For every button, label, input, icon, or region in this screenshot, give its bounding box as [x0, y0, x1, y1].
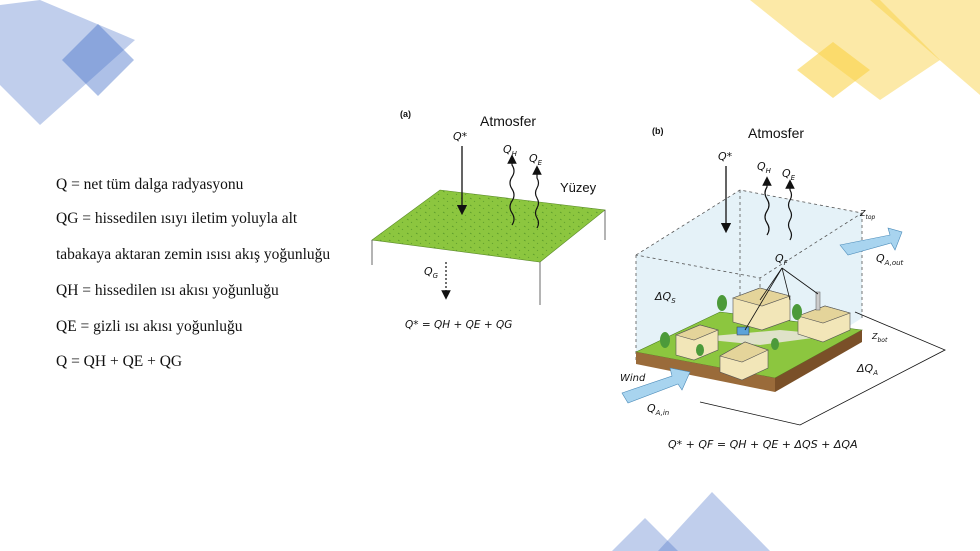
- panel-b-qh-label: QH: [757, 160, 772, 175]
- panel-b-chimney: [815, 291, 821, 311]
- blue-diamond-top-left: [0, 0, 135, 125]
- blue-triangle-bottom: [612, 518, 678, 551]
- panel-b-building-2: [732, 287, 792, 331]
- panel-b-trees: [660, 295, 802, 356]
- panel-b-qa-out-label: QA,out: [876, 252, 904, 267]
- panel-a-surface-label: Yüzey: [560, 180, 597, 195]
- panel-a-qe-label: QE: [529, 152, 543, 167]
- definition-qg-continued: tabakaya aktaran zemin ısısı akış yoğunl…: [56, 246, 331, 263]
- panel-b-qh-wavy-arrow: [762, 176, 772, 236]
- panel-b-zbot-label: Zbot: [871, 332, 888, 344]
- panel-b-qe-label: QE: [782, 167, 796, 182]
- panel-a: (a) Atmosfer Yüzey Q* QH QE QG Q* = QH +…: [371, 109, 606, 331]
- panel-b-qa-in-label: QA,in: [647, 402, 669, 417]
- panel-a-qg-label: QG: [424, 265, 439, 280]
- yellow-corner-shape: [870, 0, 980, 95]
- panel-a-qe-wavy-arrow: [532, 165, 542, 229]
- panel-a-label: (a): [400, 109, 411, 119]
- panel-a-atmosphere-label: Atmosfer: [480, 113, 536, 129]
- panel-b-qstar-label: Q*: [718, 150, 733, 163]
- yellow-diamond-top-right: [750, 0, 940, 100]
- panel-b-delta-qa-label: ΔQA: [856, 362, 878, 377]
- definition-qh: QH = hissedilen ısı akısı yoğunluğu: [56, 282, 279, 299]
- panel-b-label: (b): [652, 126, 664, 136]
- panel-b-atmosphere-label: Atmosfer: [748, 125, 804, 141]
- panel-b-qa-out-arrow: [839, 227, 903, 256]
- blue-small-diamond: [62, 24, 134, 96]
- panel-b-ztop-label: Ztop: [859, 209, 876, 221]
- panel-b-delta-qs-label: ΔQS: [654, 290, 676, 305]
- panel-b-qf-lines: [744, 267, 819, 331]
- panel-b-qa-in-arrow: [621, 367, 691, 404]
- definition-qg: QG = hissedilen ısıyı iletim yoluyla alt: [56, 210, 298, 227]
- panel-b-ground-front: [636, 352, 775, 392]
- definition-q: Q = net tüm dalga radyasyonu: [56, 176, 244, 193]
- panel-b-equation: Q* + QF = QH + QE + ΔQS + ΔQA: [668, 438, 858, 451]
- panel-b-wind-label: Wind: [620, 373, 646, 384]
- panel-b-building-1: [675, 324, 719, 361]
- panel-a-grass-surface: [371, 189, 606, 263]
- panel-b-ground-side: [775, 330, 862, 392]
- panel-b-qe-wavy-arrow: [785, 179, 795, 241]
- panel-b-delta-qa-bracket: [699, 311, 946, 426]
- panel-a-qh-label: QH: [503, 143, 518, 158]
- definition-balance: Q = QH + QE + QG: [56, 353, 183, 370]
- blue-large-triangle-bottom: [658, 492, 770, 551]
- panel-a-equation: Q* = QH + QE + QG: [405, 319, 512, 331]
- panel-b-qf-label: QF: [775, 252, 789, 267]
- panel-b: (b) Atmosfer: [620, 125, 946, 451]
- panel-b-building-3: [797, 305, 851, 343]
- yellow-small-diamond: [797, 42, 870, 98]
- panel-a-qh-wavy-arrow: [507, 154, 517, 226]
- panel-b-car: [736, 326, 750, 336]
- definition-qe: QE = gizli ısı akısı yoğunluğu: [56, 318, 243, 335]
- panel-a-qstar-label: Q*: [453, 130, 468, 143]
- panel-b-building-4: [719, 341, 769, 381]
